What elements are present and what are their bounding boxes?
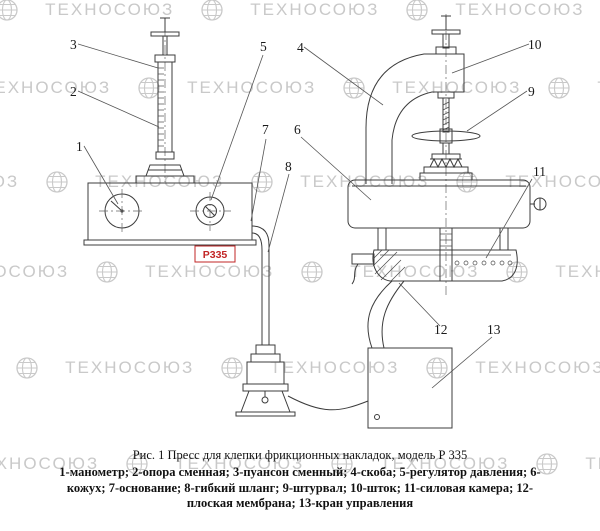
globe-icon [0, 0, 18, 21]
watermark-text: ТЕХНОСОЮЗ [0, 78, 112, 97]
watermark-text: ТЕХНОСОЮЗ [392, 78, 522, 97]
bottom-stand [235, 344, 296, 417]
globe-icon [16, 357, 38, 379]
watermark-text: ТЕХНОСОЮЗ [597, 78, 600, 98]
globe-icon [46, 171, 68, 193]
punch-handle [150, 17, 180, 63]
model-plate-text: Р335 [203, 249, 228, 261]
power-chamber [372, 249, 518, 282]
callout-leaders [77, 43, 533, 389]
globe-icon [301, 261, 323, 283]
callout-11: 11 [533, 164, 546, 179]
watermark-text: ТЕХНОСОЮЗ [555, 262, 600, 281]
globe-icon [221, 357, 243, 379]
watermark-text: ТЕХНОСОЮЗ [0, 454, 100, 473]
globe-icon [138, 77, 160, 99]
globe-icon [343, 77, 365, 99]
callout-8: 8 [285, 159, 292, 174]
globe-icon [96, 261, 118, 283]
globe-icon [331, 453, 353, 475]
manometer [99, 189, 145, 234]
watermark-text: ТЕХНОСОЮЗ [175, 454, 305, 473]
globe-icon [201, 0, 223, 21]
globe-icon [126, 453, 148, 475]
globe-icon [536, 453, 559, 475]
hose-fitting [351, 253, 375, 285]
watermark-text: ТЕХНОСОЮЗ [380, 454, 510, 473]
watermark-text: ТЕХНОСОЮЗ [270, 358, 400, 377]
right-press-unit [347, 14, 547, 298]
globe-icon [548, 77, 571, 99]
watermark-row: ТЕХНОСОЮЗТЕХНОСОЮЗТЕХНОСОЮЗТЕХНОСОЮЗТЕХН… [0, 356, 600, 380]
watermark-text: ТЕХНОСОЮЗ [187, 78, 317, 97]
watermark-row: ТЕХНОСОЮЗТЕХНОСОЮЗТЕХНОСОЮЗТЕХНОСОЮЗТЕХН… [0, 452, 600, 476]
globe-icon [406, 0, 429, 21]
control-valve [367, 347, 453, 429]
flexible-hose-right [367, 280, 405, 349]
watermark-text: ТЕХНОСОЮЗ [475, 358, 600, 377]
callout-2: 2 [70, 84, 77, 99]
figure-caption: Рис. 1 Пресс для клепки фрикционных накл… [0, 448, 600, 512]
callout-4: 4 [297, 40, 304, 55]
watermark-text: ТЕХНОСОЮЗ [45, 0, 175, 19]
screw-handle [431, 15, 461, 49]
callout-12: 12 [434, 322, 448, 337]
c-clamp [365, 46, 465, 184]
callout-10: 10 [528, 37, 542, 52]
chamber-supports [377, 227, 509, 251]
watermark-row: ТЕХНОСОЮЗТЕХНОСОЮЗТЕХНОСОЮЗТЕХНОСОЮЗТЕХН… [0, 76, 600, 100]
hose-stand-to-valve [287, 395, 369, 411]
screw-rod [442, 97, 450, 133]
callout-3: 3 [70, 37, 77, 52]
flexible-hose-left [251, 225, 270, 345]
technical-drawing: Р335 [70, 14, 547, 429]
callout-9: 9 [528, 84, 535, 99]
caption-legend: 1-манометр; 2-опора сменная; 3-пуансон с… [59, 465, 541, 511]
table-casing [347, 179, 547, 229]
graduated-cylinder [157, 61, 173, 153]
watermark-row: ТЕХНОСОЮЗТЕХНОСОЮЗТЕХНОСОЮЗТЕХНОСОЮЗТЕХН… [0, 0, 600, 22]
callout-5: 5 [260, 39, 267, 54]
pressure-regulator [190, 192, 231, 231]
caption-title: Рис. 1 Пресс для клепки фрикционных накл… [132, 448, 468, 462]
callout-13: 13 [487, 322, 501, 337]
globe-icon [456, 171, 479, 193]
left-press-unit: Р335 [83, 17, 257, 263]
callout-1: 1 [76, 139, 83, 154]
watermark-text: ТЕХНОСОЮЗ [145, 262, 275, 281]
callout-7: 7 [262, 122, 269, 137]
base-housing [83, 182, 257, 246]
watermark-text: ТЕХНОСОЮЗ [95, 172, 225, 191]
globe-icon [426, 357, 449, 379]
callout-numbers: 1 2 3 4 5 6 7 8 9 10 11 12 13 [70, 37, 546, 337]
watermark-text: ТЕХНОСОЮЗ [505, 172, 600, 191]
watermark-text: ТЕХНОСОЮЗ [0, 262, 70, 281]
callout-6: 6 [294, 122, 301, 137]
watermark-text: ТЕХНОСОЮЗ [455, 0, 585, 19]
globe-icon [251, 171, 273, 193]
watermark-text: ТЕХНОСОЮЗ [585, 454, 600, 473]
watermark-text: ТЕХНОСОЮЗ [250, 0, 380, 19]
watermark-text: ТЕХНОСОЮЗ [0, 172, 20, 191]
watermark-text: ТЕХНОСОЮЗ [65, 358, 195, 377]
model-plate: Р335 [194, 245, 236, 263]
